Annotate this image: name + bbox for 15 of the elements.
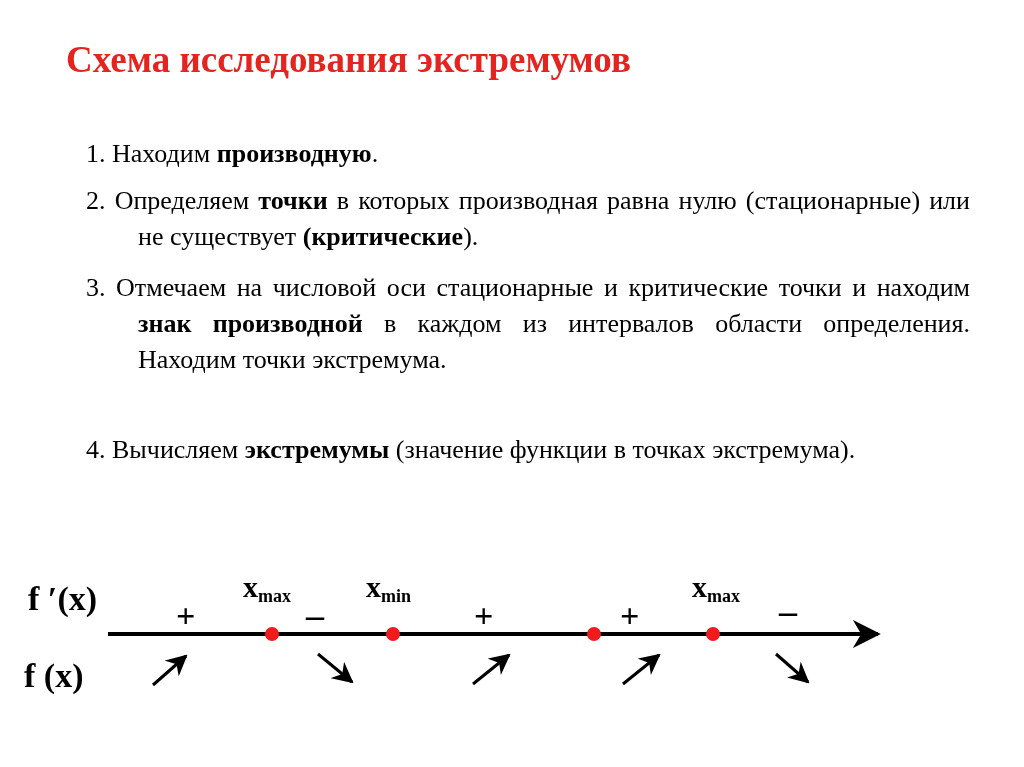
point-label: x$_{max}$ (692, 570, 740, 607)
list-item: 2. Определяем точки в которых производная равна нулю (стационарные) или не существует (критические). (86, 185, 970, 253)
sign-label: – (779, 590, 797, 632)
sign-label: + (176, 597, 196, 635)
list-item: 4. Вычисляем экстремумы (значение функции в точках экстремума). (86, 434, 857, 466)
list-item: 3. Отмечаем на числовой оси стационарные и критические точки и находим знак производной в каждом из интервалов области определения. Находим точки экстремума. (86, 272, 970, 376)
sign-label: – (306, 594, 324, 636)
sign-label: + (620, 597, 640, 635)
axis-label: f (x) (24, 657, 84, 695)
list-item: 1. Находим производную. (86, 138, 380, 170)
sign-label: + (474, 597, 494, 635)
point-label: x$_{min}$ (366, 570, 411, 607)
point-label: x$_{max}$ (243, 570, 291, 607)
axis-label: f ′(x) (28, 580, 98, 618)
slide-title: Схема исследования экстремумов (66, 38, 631, 81)
